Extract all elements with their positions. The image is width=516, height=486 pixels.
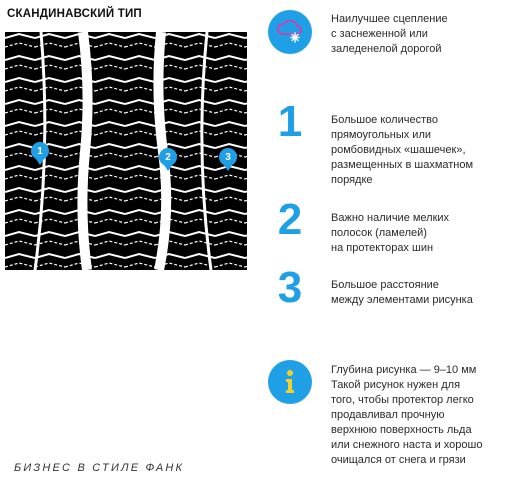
- tread-marker-1: 1: [31, 142, 49, 165]
- tire-tread-image: 1 2 3: [5, 32, 247, 270]
- feature-text-depth: Глубина рисунка — 9–10 мм Такой рисунок …: [331, 364, 483, 466]
- page-title: СКАНДИНАВСКИЙ ТИП: [7, 8, 142, 20]
- snowflake-cloud-icon: [268, 10, 312, 54]
- tread-marker-3: 3: [219, 148, 237, 171]
- feature-number-1: 1: [277, 97, 303, 146]
- info-icon: [268, 360, 312, 404]
- feature-text-snow-grip: Наилучшее сцепление с заснеженной или за…: [331, 13, 448, 55]
- feature-number-3: 3: [277, 263, 303, 312]
- footer-brand: БИЗНЕС В СТИЛЕ ФАНК: [14, 462, 185, 474]
- tread-marker-2: 2: [159, 148, 177, 171]
- feature-text-1: Большое количество прямоугольных или ром…: [331, 114, 474, 186]
- feature-text-3: Большое расстояние между элементами рису…: [331, 279, 473, 306]
- feature-number-2: 2: [277, 195, 303, 244]
- feature-text-2: Важно наличие мелких полосок (ламелей) н…: [331, 212, 450, 254]
